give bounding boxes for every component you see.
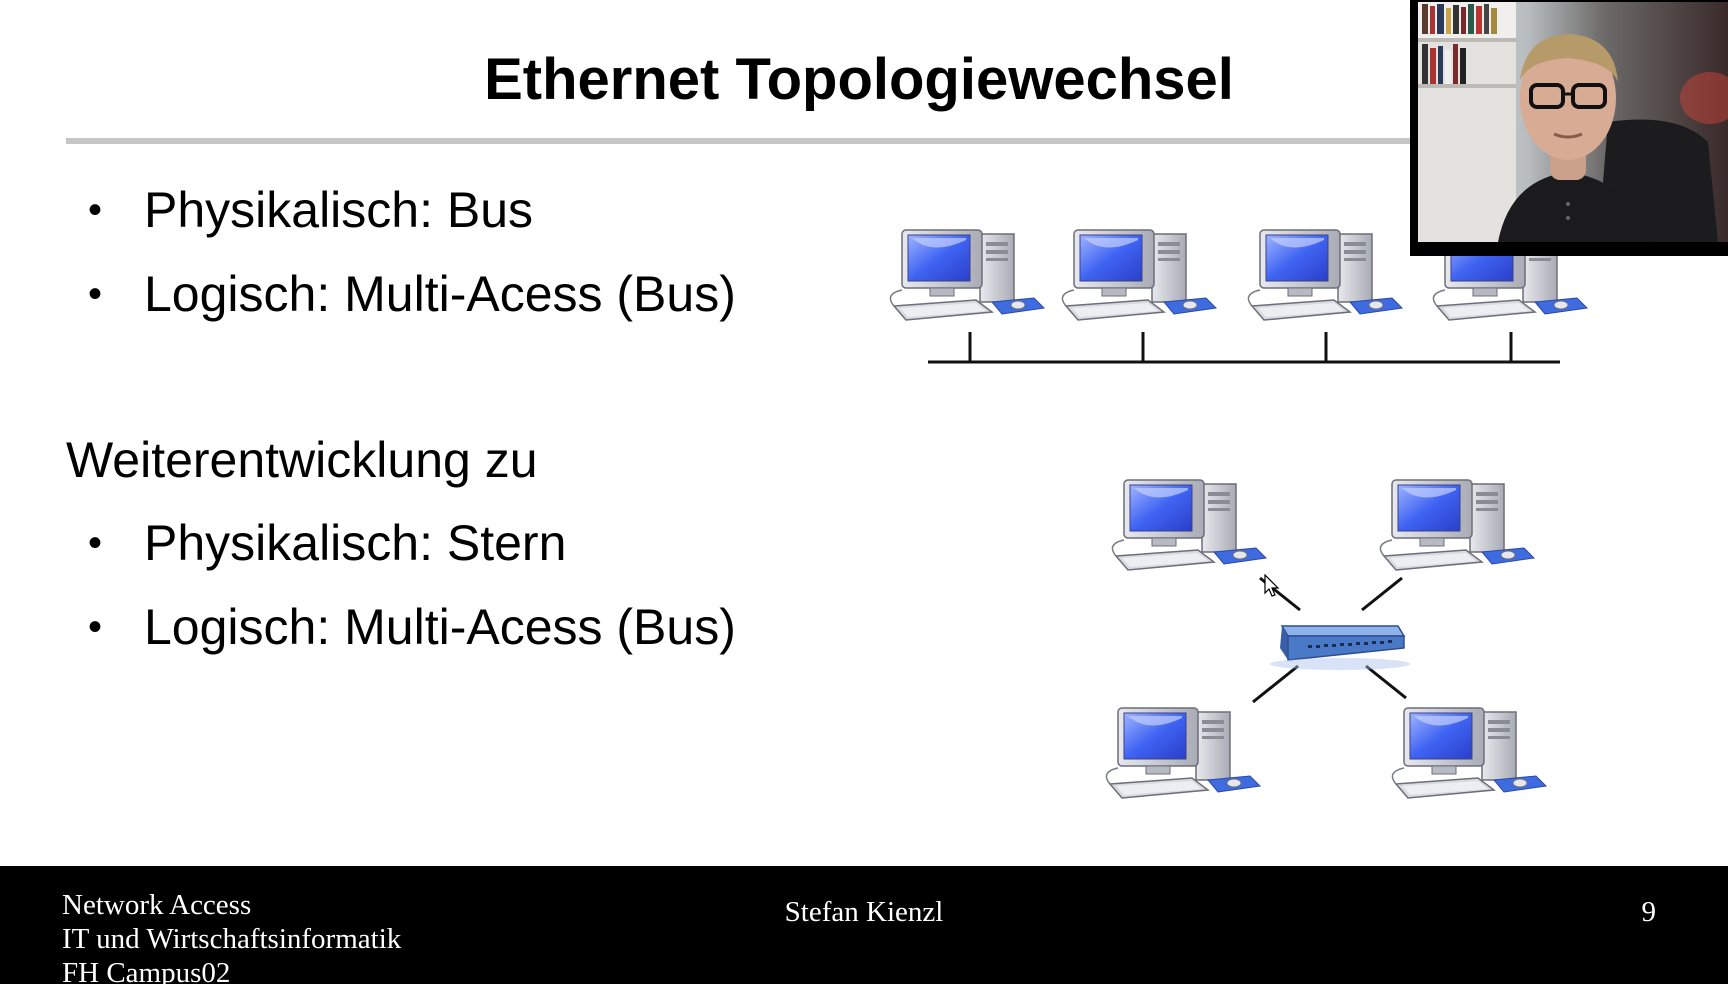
bullet-text: Physikalisch: Stern (144, 515, 567, 571)
bullet-text: Physikalisch: Bus (144, 182, 534, 238)
slide-title: Ethernet Topologiewechsel (484, 47, 1234, 112)
star-link (1361, 576, 1403, 612)
network-switch-icon (1270, 625, 1410, 670)
footer-line: IT und Wirtschaftsinformatik (62, 923, 402, 955)
title-divider (66, 138, 1412, 144)
desktop-computer-icon (1105, 707, 1261, 799)
bullet-item: • Logisch: Multi-Acess (Bus) (84, 252, 736, 336)
bullet-dot: • (88, 605, 103, 649)
bullet-dot: • (88, 272, 103, 316)
desktop-computer-icon (1061, 229, 1217, 321)
bullet-dot: • (88, 188, 103, 232)
desktop-computer-icon (1379, 479, 1535, 571)
mouse-cursor-icon (1264, 574, 1280, 597)
star-link (1252, 664, 1299, 704)
presenter-video-frame (1418, 2, 1728, 242)
slide-footer: Network Access IT und Wirtschaftsinforma… (0, 866, 1728, 989)
bullet-dot: • (88, 521, 103, 565)
bullet-item: • Logisch: Multi-Acess (Bus) (84, 585, 736, 669)
bullet-text: Logisch: Multi-Acess (Bus) (144, 266, 736, 322)
star-link (1365, 664, 1407, 700)
top-bullet-list: • Physikalisch: Bus • Logisch: Multi-Ace… (84, 168, 736, 336)
subheading: Weiterentwicklung zu (66, 432, 538, 488)
bus-topology-diagram (889, 229, 1588, 364)
footer-page-number: 9 (1641, 896, 1657, 928)
bottom-bullet-list: • Physikalisch: Stern • Logisch: Multi-A… (84, 501, 736, 669)
desktop-computer-icon (1391, 707, 1547, 799)
bullet-item: • Physikalisch: Bus (84, 168, 736, 252)
webcam-video (1418, 2, 1728, 242)
footer-line: FH Campus02 (62, 957, 231, 989)
desktop-computer-icon (889, 229, 1045, 321)
footer-line: Network Access (62, 889, 252, 921)
star-topology-diagram (1105, 479, 1547, 799)
bullet-text: Logisch: Multi-Acess (Bus) (144, 599, 736, 655)
presenter-webcam (1410, 0, 1728, 256)
bullet-item: • Physikalisch: Stern (84, 501, 736, 585)
desktop-computer-icon (1111, 479, 1267, 571)
desktop-computer-icon (1247, 229, 1403, 321)
footer-presenter: Stefan Kienzl (784, 896, 944, 928)
